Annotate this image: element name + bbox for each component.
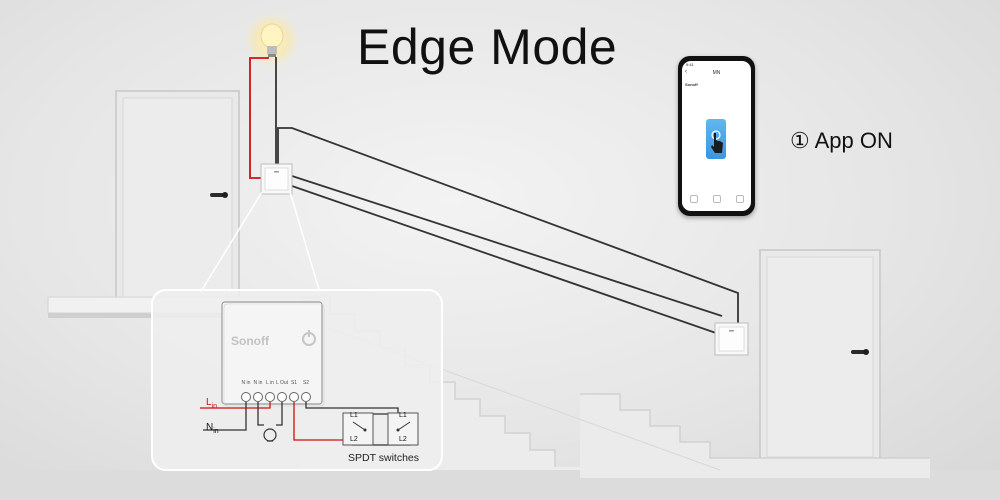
power-icon (302, 330, 316, 346)
terminal-label: N in (242, 380, 251, 386)
room-wiring (249, 57, 739, 334)
tab-icon[interactable] (735, 195, 744, 203)
l2-label: L2 (350, 436, 358, 443)
terminal-label: L in (266, 380, 274, 386)
l2-label: L2 (399, 436, 407, 443)
l1-label: L1 (350, 412, 358, 419)
wall-switch-left (260, 163, 293, 195)
line-in-label: Lin (206, 397, 218, 410)
neutral-in-label: Nin (206, 422, 219, 435)
terminal-label: S2 (303, 380, 309, 386)
page-title: Edge Mode (357, 19, 618, 75)
phone-time: 9:41 (686, 62, 694, 67)
phone-header: MN (712, 70, 721, 76)
phone-tab-bar (682, 195, 751, 207)
module-brand: Sonoff (231, 334, 270, 348)
spdt-switch-1 (342, 412, 374, 446)
wall-switch-right (714, 322, 749, 356)
terminal-label: N in (254, 380, 263, 386)
smartphone: 9:41 ‹ MN Sonoff (678, 56, 755, 216)
right-door (759, 249, 881, 463)
spdt-switch-2 (387, 412, 419, 446)
spdt-caption: SPDT switches (348, 452, 419, 464)
tab-icon[interactable] (712, 195, 721, 203)
hand-tap-icon (711, 130, 723, 153)
terminal-label: L Out (276, 380, 289, 386)
back-icon[interactable]: ‹ (685, 69, 687, 75)
phone-screen: 9:41 ‹ MN Sonoff (682, 61, 751, 211)
bulb-icon (263, 428, 277, 442)
l1-label: L1 (399, 412, 407, 419)
zoom-callout-lines (199, 191, 321, 294)
light-bulb (244, 12, 300, 68)
phone-brand: Sonoff (685, 82, 698, 87)
app-switch-button[interactable] (706, 119, 726, 159)
tab-icon[interactable] (689, 195, 698, 203)
terminal-label: S1 (291, 380, 297, 386)
left-door (115, 90, 240, 302)
step-label: ① App ON (790, 128, 893, 153)
terminal-block (241, 392, 311, 402)
